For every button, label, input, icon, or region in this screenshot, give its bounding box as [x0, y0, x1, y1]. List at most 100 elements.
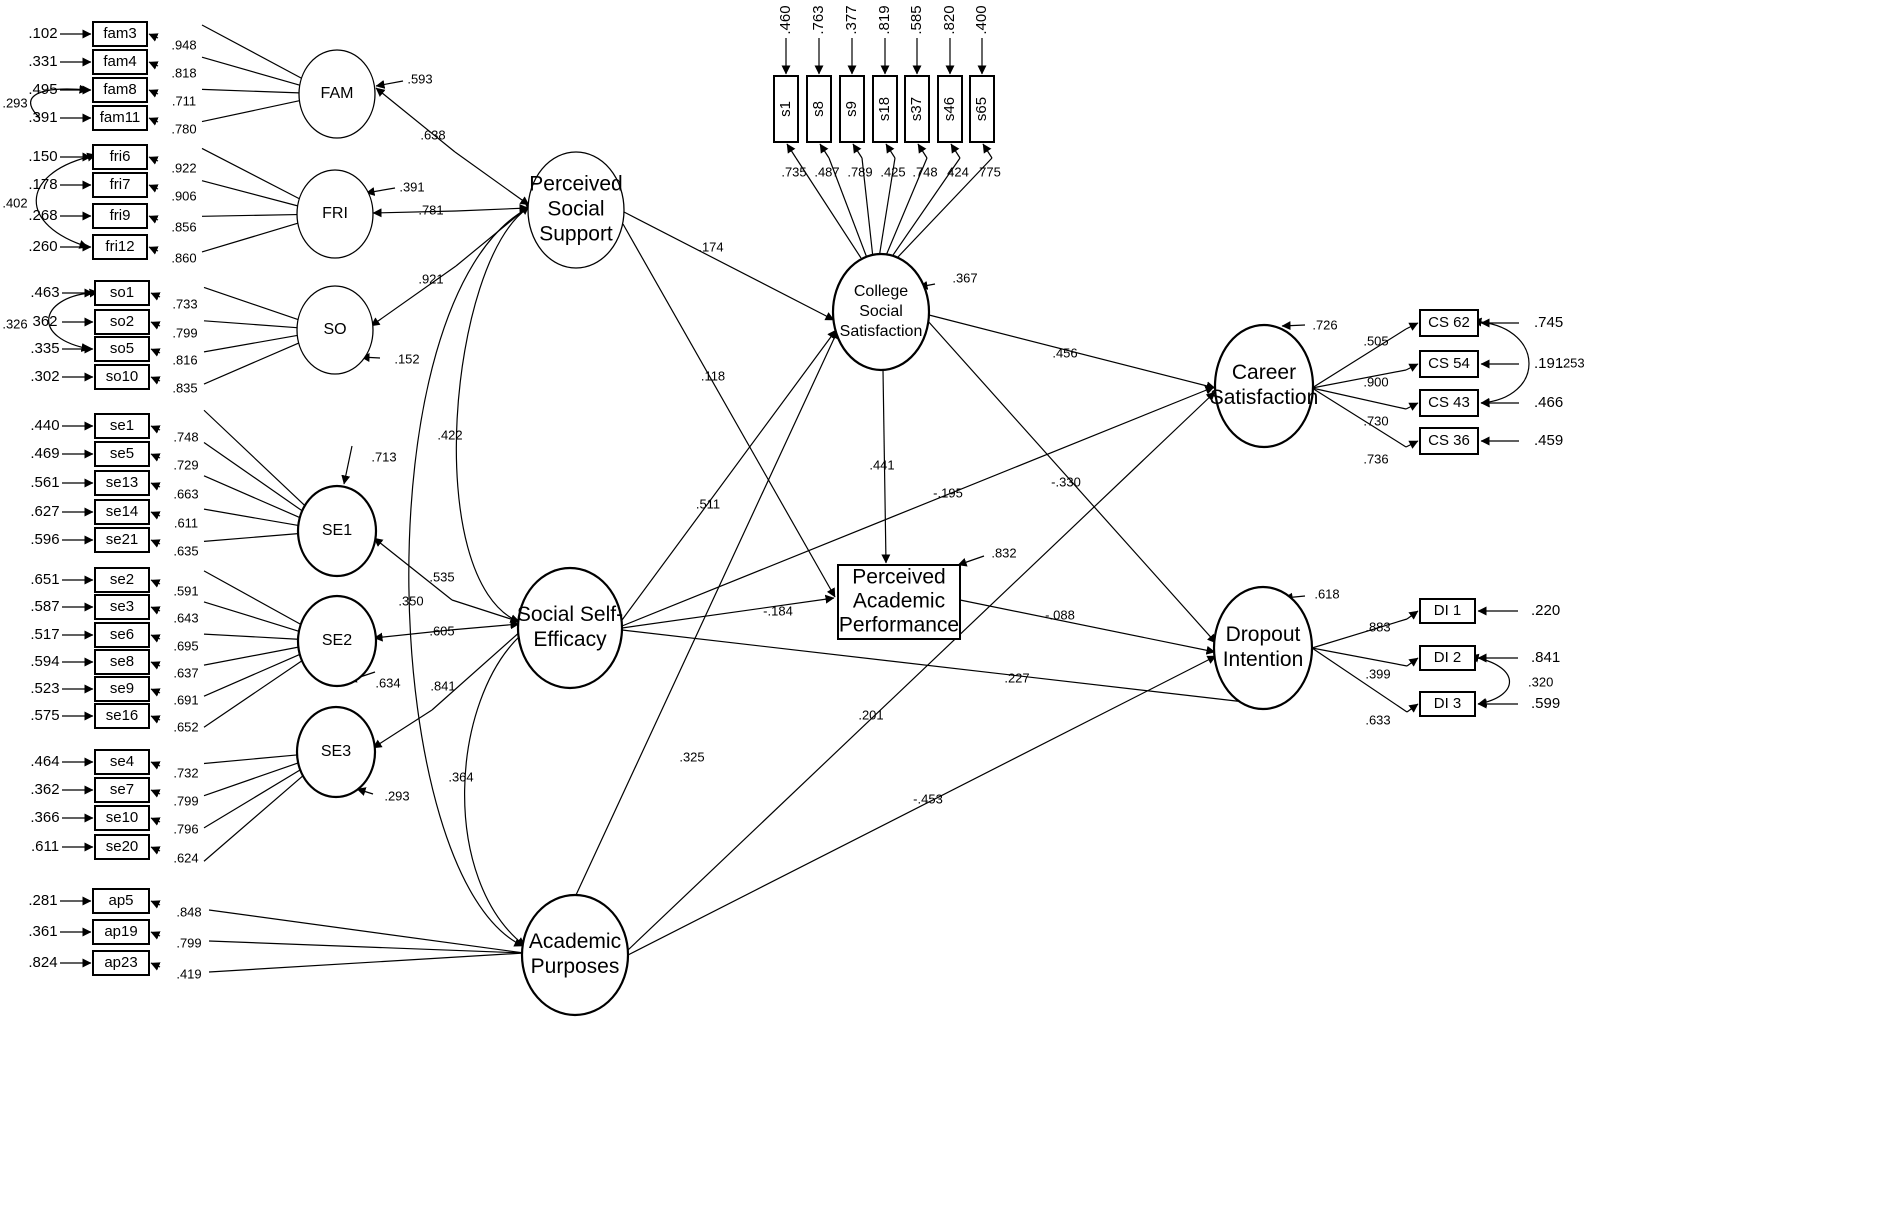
residual-arrow-se1: [341, 445, 353, 485]
error-covariance-fri: [35, 152, 97, 249]
error-value-se10: .366: [30, 809, 59, 826]
indicator-label-s37: s37: [908, 97, 925, 121]
error-covariance-value-fri: .402: [2, 195, 27, 210]
error-value-s18: .819: [876, 5, 893, 34]
latent-label-pap: Perceived: [852, 566, 945, 589]
error-value-CS43: .466: [1534, 394, 1563, 411]
indicator-label-fri9: fri9: [110, 207, 131, 224]
loading-value-ap23: .419: [176, 966, 201, 981]
indicator-label-s65: s65: [973, 97, 990, 121]
error-value-ap23: .824: [28, 954, 57, 971]
structural-path-css_cs: [928, 314, 1216, 391]
indicator-label-DI1: DI 1: [1434, 602, 1462, 619]
indicator-box-fam11: [92, 105, 148, 131]
loading-line-se13: [203, 475, 301, 519]
error-value-s37: .585: [908, 5, 925, 34]
structural-path-css_pap: [881, 369, 891, 564]
loading-arrow-so1: [150, 292, 161, 301]
indicator-label-se20: se20: [106, 838, 139, 855]
indicator-box-s65: [969, 75, 995, 143]
loading-line-DI1: [1311, 618, 1408, 649]
loading-arrow-CS54: [1405, 363, 1419, 372]
loading-value-s46: 424: [947, 164, 969, 179]
indicator-box-fri7: [92, 172, 148, 198]
latent-label-fam: FAM: [321, 85, 354, 102]
loading-arrow-se14: [150, 511, 161, 520]
second-order-value-fri: .781: [418, 202, 443, 217]
latent-label-cs: Satisfaction: [1210, 386, 1319, 409]
latent-label-pap: Performance: [839, 614, 959, 637]
latent-sse: [516, 566, 624, 690]
indicator-box-s9: [839, 75, 865, 143]
correlation-pss-ap: [408, 203, 536, 947]
loading-line-s9: [861, 157, 874, 259]
latent-label-sse: Social Self-: [517, 603, 623, 626]
residual-value-pap: .832: [991, 545, 1016, 560]
indicator-label-se16: se16: [106, 707, 139, 724]
error-value-s46: .820: [941, 5, 958, 34]
loading-value-se13: .663: [173, 486, 198, 501]
loading-arrow-so5: [150, 348, 161, 357]
structural-path-css_di: [926, 319, 1217, 644]
indicator-box-fri9: [92, 203, 148, 229]
loading-value-s18: .425: [880, 164, 905, 179]
latent-label-ap: Academic: [529, 930, 621, 953]
loading-line-se21: [203, 533, 299, 542]
structural-value-pss_pap: .118: [701, 368, 725, 383]
loading-arrow-fam4: [148, 61, 159, 70]
correlation-value-pss-ap: .350: [398, 593, 423, 608]
indicator-box-so5: [94, 336, 150, 362]
loading-line-fam3: [201, 24, 302, 79]
indicator-box-s46: [937, 75, 963, 143]
indicator-label-fri7: fri7: [110, 176, 131, 193]
loading-line-se3: [203, 601, 300, 632]
second-order-path-se3: [372, 709, 433, 749]
loading-line-s1: [795, 157, 862, 259]
indicator-label-se4: se4: [110, 753, 134, 770]
paths-layer: [30, 24, 1530, 973]
residual-arrow-se3: [356, 787, 374, 796]
loading-arrow-CS36: [1405, 440, 1419, 449]
loading-line-se8: [203, 646, 299, 666]
error-value-so2: 362: [32, 313, 57, 330]
loading-arrow-CS62: [1405, 322, 1419, 331]
error-covariance-fam: [30, 84, 89, 119]
loading-arrow-s65: [982, 143, 993, 159]
error-value-se1: .440: [30, 417, 59, 434]
loading-arrow-ap5: [150, 900, 161, 909]
error-value-se4: .464: [30, 753, 59, 770]
structural-value-ap_cs: .201: [858, 707, 883, 722]
latent-se3: [295, 705, 377, 799]
loading-value-CS36: .736: [1363, 451, 1388, 466]
loading-value-ap5: .848: [176, 904, 201, 919]
second-order-head-fri: [372, 208, 457, 218]
loading-value-se2: .591: [173, 583, 198, 598]
loading-arrow-se6: [150, 634, 161, 643]
structural-value-pap_di: -.088: [1045, 607, 1075, 622]
indicator-box-se4: [94, 749, 150, 775]
loading-line-fam11: [201, 100, 300, 123]
loading-value-se14: .611: [174, 515, 198, 530]
latent-se2: [296, 594, 378, 688]
indicator-label-fri12: fri12: [105, 238, 134, 255]
error-covariance-value-fam: .293: [2, 95, 27, 110]
indicator-label-s18: s18: [876, 97, 893, 121]
error-value-se5: .469: [30, 445, 59, 462]
indicator-label-so2: so2: [110, 313, 134, 330]
error-value-se14: .627: [30, 503, 59, 520]
indicator-label-se3: se3: [110, 598, 134, 615]
structural-path-sse_cs: [621, 386, 1215, 627]
loading-arrow-s8: [819, 143, 830, 159]
latent-label-css: Social: [859, 303, 903, 320]
loading-value-DI2: .399: [1365, 666, 1390, 681]
indicator-box-CS36: [1419, 427, 1479, 455]
second-order-head-se2: [449, 620, 520, 631]
second-order-head-fam: [375, 87, 456, 153]
loading-line-CS54: [1311, 369, 1407, 389]
error-value-s8: .763: [810, 5, 827, 34]
indicator-label-ap23: ap23: [104, 954, 137, 971]
loading-line-CS43: [1311, 387, 1407, 410]
loading-value-se8: .637: [173, 665, 198, 680]
residual-arrow-fri: [365, 187, 396, 196]
error-value-fri7: .178: [28, 176, 57, 193]
